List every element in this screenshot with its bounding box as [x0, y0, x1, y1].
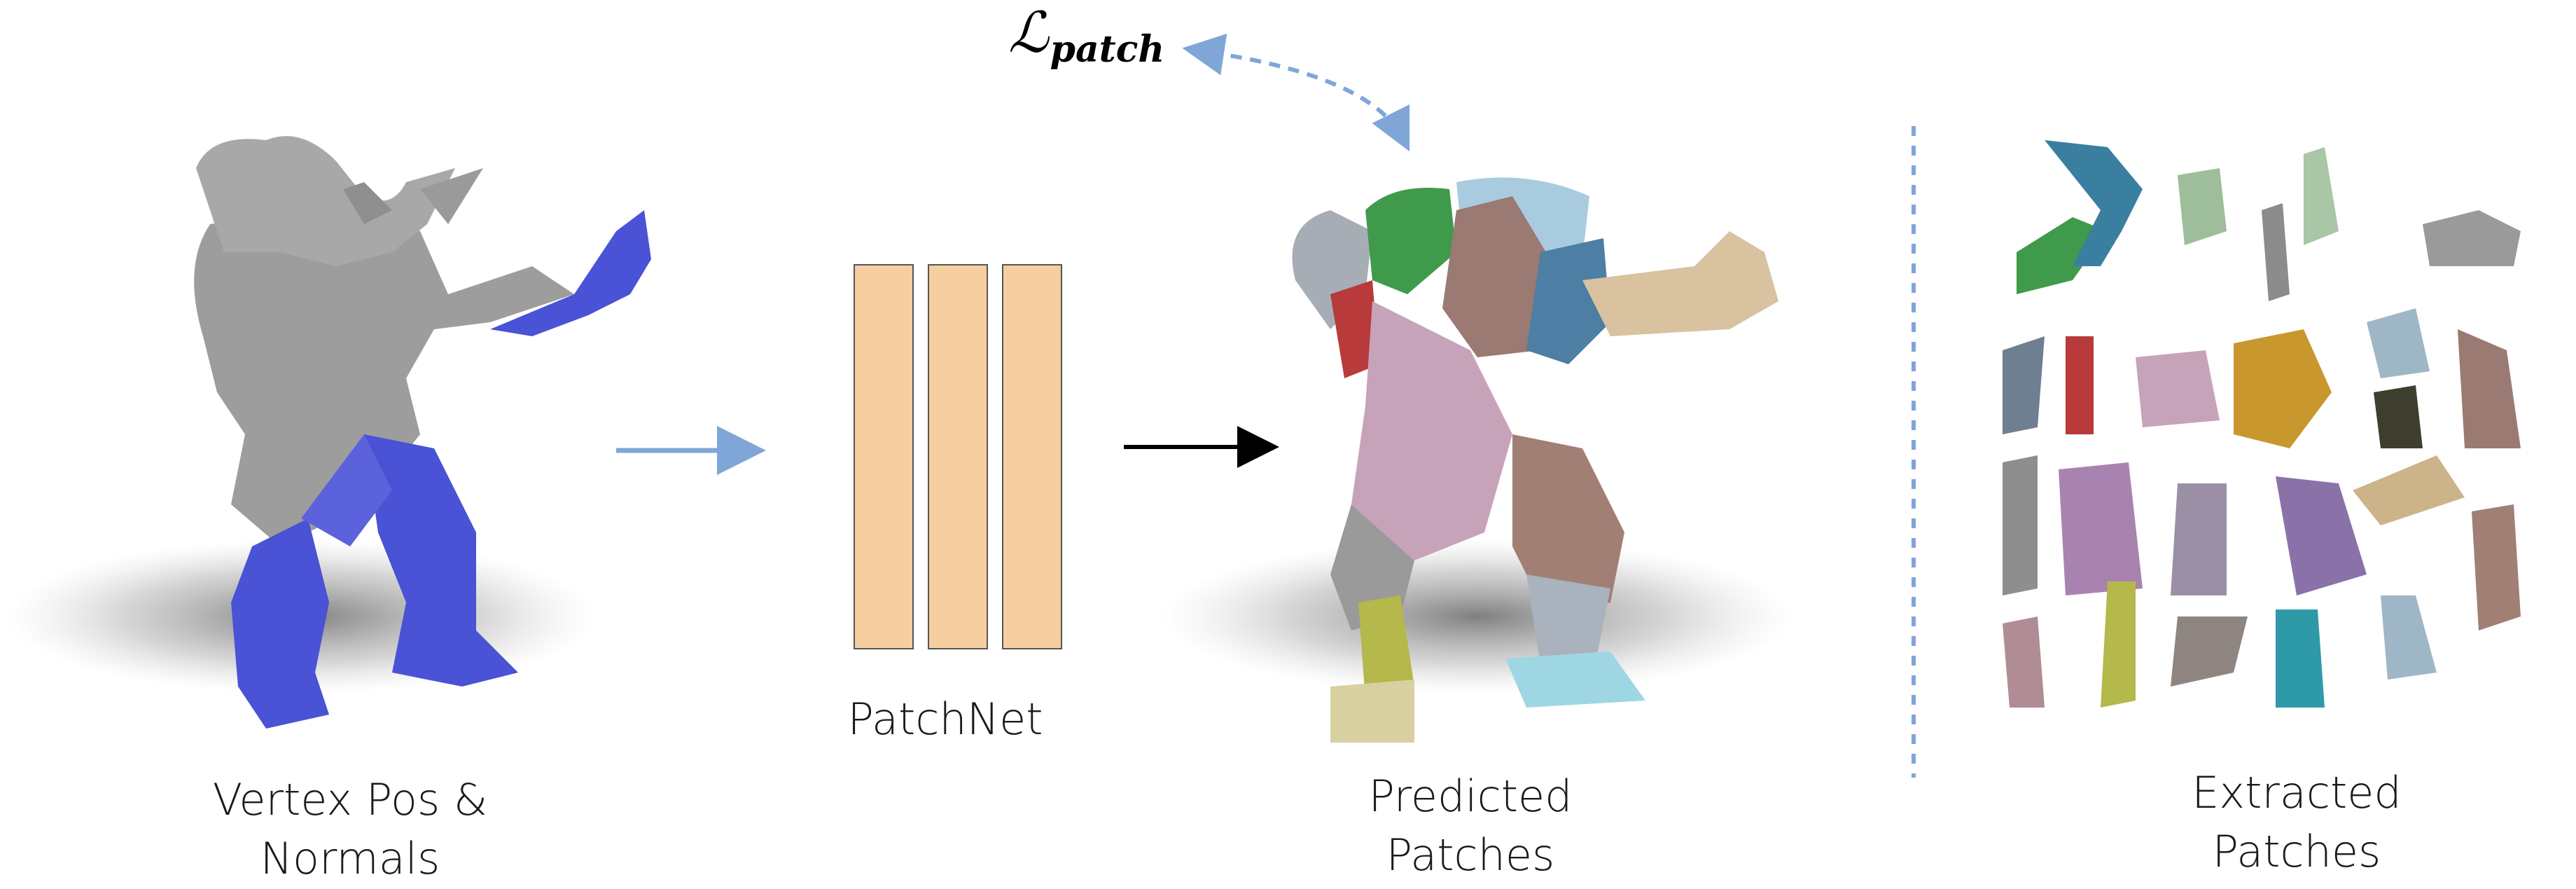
- patchnet-layer-3: [1002, 264, 1062, 649]
- extracted-caption-line-2: Patches: [2212, 826, 2381, 877]
- extracted-patch: [2017, 217, 2108, 294]
- extracted-patch: [2003, 455, 2038, 595]
- loss-label: ℒpatch: [1008, 0, 1164, 71]
- extracted-patch: [2066, 336, 2094, 434]
- extracted-patch: [2171, 616, 2248, 687]
- input-mesh-ear-left: [343, 182, 392, 224]
- extracted-patch: [2367, 308, 2430, 378]
- loss-subscript: patch: [1050, 28, 1165, 71]
- predicted-mesh-shadow: [1162, 539, 1792, 694]
- patch-pink-torso: [1351, 301, 1512, 560]
- patchnet-label-text: PatchNet: [847, 694, 1043, 745]
- predicted-caption-line-2: Patches: [1386, 829, 1555, 881]
- input-mesh-arm-normals: [490, 210, 651, 336]
- extracted-patch: [2458, 329, 2521, 448]
- extracted-patch: [2171, 483, 2227, 595]
- extracted-patch: [2304, 147, 2339, 245]
- predicted-caption: Predicted Patches: [1274, 767, 1666, 885]
- patch-yellow-leg: [1358, 595, 1414, 701]
- input-caption-line-2: Normals: [260, 833, 440, 884]
- patch-cyan-foot: [1505, 652, 1645, 708]
- extracted-caption-line-1: Extracted: [2192, 767, 2402, 818]
- extracted-patch: [2276, 476, 2367, 595]
- input-mesh-head: [196, 136, 455, 266]
- extracted-patch: [2234, 329, 2332, 448]
- patch-green-head: [1365, 188, 1456, 294]
- extracted-caption: Extracted Patches: [2101, 764, 2493, 881]
- patch-cream-foot: [1330, 680, 1414, 743]
- extracted-patch: [2262, 203, 2290, 301]
- extracted-patch: [2136, 350, 2220, 427]
- input-mesh-figure: [7, 136, 651, 729]
- extracted-patch: [2178, 168, 2227, 245]
- extracted-patch: [2381, 595, 2437, 680]
- patchnet-layer-1: [854, 264, 914, 649]
- loss-dashed-arrow: [1182, 34, 1410, 152]
- extracted-patch: [2374, 385, 2423, 448]
- patchnet-block: [854, 264, 1062, 649]
- patchnet-label: PatchNet: [805, 690, 1085, 749]
- extracted-patch: [2423, 210, 2521, 266]
- patch-gray-shin-right: [1526, 574, 1610, 666]
- extracted-patch: [2045, 140, 2143, 266]
- patch-tan-arm: [1582, 231, 1778, 336]
- extracted-patch: [2276, 609, 2325, 708]
- extracted-patch: [2472, 504, 2521, 630]
- extracted-patch: [2003, 336, 2045, 434]
- predicted-patches-figure: [1162, 177, 1792, 743]
- patch-steelblue-chest: [1526, 238, 1610, 364]
- loss-symbol: ℒ: [1008, 0, 1049, 65]
- extracted-patch: [2059, 462, 2143, 595]
- patch-brown-face: [1442, 196, 1554, 357]
- input-mesh-leg-right-normals: [364, 434, 518, 687]
- extracted-patch: [2353, 455, 2465, 525]
- input-mesh-torso: [194, 196, 575, 546]
- input-caption-line-1: Vertex Pos &: [212, 774, 488, 825]
- patch-brown-leg: [1512, 434, 1624, 616]
- input-mesh-ear-right: [420, 168, 483, 224]
- patch-red-arm: [1330, 280, 1379, 378]
- extracted-patches-grid: [2003, 140, 2521, 708]
- predicted-caption-line-1: Predicted: [1368, 771, 1573, 822]
- input-mesh-hip-normals: [301, 434, 392, 546]
- patchnet-layer-2: [928, 264, 988, 649]
- extracted-patch: [2101, 581, 2136, 708]
- input-mesh-leg-left-normals: [231, 518, 329, 729]
- extracted-patch: [2003, 616, 2045, 708]
- input-caption: Vertex Pos & Normals: [154, 771, 546, 888]
